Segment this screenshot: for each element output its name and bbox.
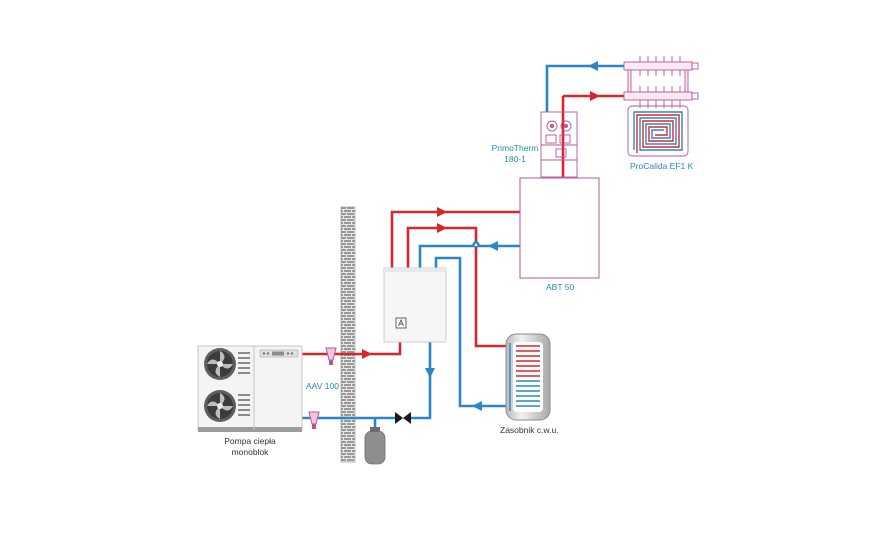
hydraulic-module — [383, 267, 447, 343]
abt-label: ABT 50 — [546, 282, 575, 292]
underfloor-loop — [627, 105, 689, 157]
cold-pipe-from-abt — [418, 244, 520, 270]
primotherm-label-line2: 180-1 — [504, 154, 526, 164]
arrow-cold-1 — [425, 368, 435, 378]
arrow-hot-2 — [437, 207, 447, 217]
cold-arrows — [425, 61, 598, 411]
brick-wall — [340, 206, 356, 463]
arrow-hot-4 — [590, 91, 600, 101]
abt-buffer-tank — [519, 177, 600, 279]
primotherm-label-line1: PrimoTherm — [491, 143, 539, 153]
primotherm-unit — [540, 111, 578, 178]
dhw-tank-label: Zasobnik c.w.u. — [500, 425, 559, 435]
pipe-crossover — [471, 240, 481, 247]
arrow-cold-3 — [472, 401, 482, 411]
cold-pipe-tank-return — [434, 256, 508, 408]
fan-icon — [204, 390, 236, 422]
fan-icon — [204, 348, 236, 380]
aav-valve-lower — [308, 411, 320, 429]
cold-pipe-valve-to-module — [410, 340, 432, 420]
heat-pump-label: Pompa ciepła monoblok — [210, 436, 290, 458]
aav-label: AAV 100 — [306, 381, 339, 391]
dhw-tank — [505, 333, 551, 421]
procalida-label: ProCalida EF1 K — [630, 161, 694, 171]
expansion-vessel — [364, 418, 386, 465]
check-valve-icon — [395, 412, 411, 424]
hot-pipe-to-abt — [390, 210, 520, 270]
primotherm-label: PrimoTherm 180-1 — [490, 143, 540, 165]
aav-valve-upper — [325, 347, 337, 365]
arrow-hot-3 — [437, 223, 447, 233]
arrow-cold-2 — [488, 241, 498, 251]
arrow-cold-4 — [588, 61, 598, 71]
hot-pipe-to-tank — [406, 226, 508, 348]
heat-pump-unit — [197, 345, 303, 432]
module-logo-icon — [395, 317, 407, 329]
hot-arrows — [362, 91, 600, 359]
heat-pump-label-line2: monoblok — [231, 447, 269, 457]
cold-pipe-manifold-return — [545, 64, 624, 112]
arrow-hot-1 — [362, 349, 372, 359]
heat-pump-label-line1: Pompa ciepła — [224, 436, 276, 446]
manifold — [623, 56, 699, 108]
